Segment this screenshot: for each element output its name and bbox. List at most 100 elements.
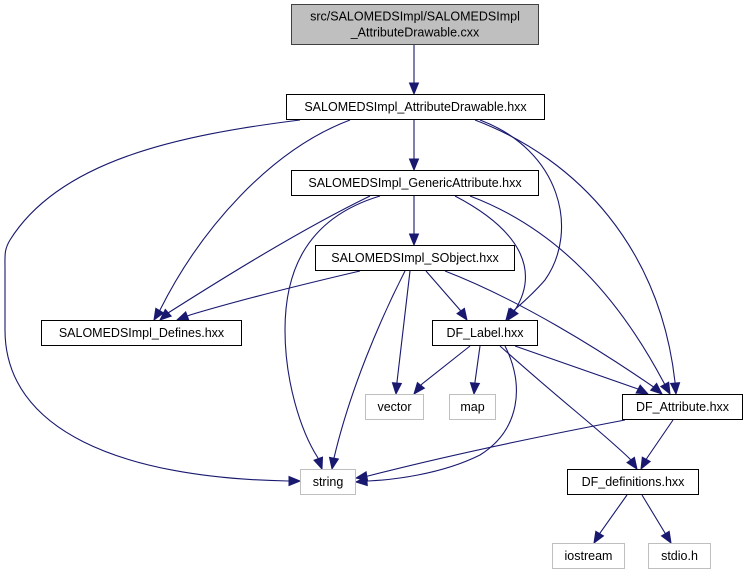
node-box bbox=[291, 4, 539, 45]
edge-line bbox=[420, 345, 471, 386]
arrowhead-icon bbox=[175, 311, 190, 321]
edge-dflabel-to-dfattribute bbox=[514, 345, 650, 395]
edge-line bbox=[599, 494, 628, 534]
edge-line bbox=[641, 494, 666, 534]
node-stdio[interactable]: stdio.h bbox=[648, 543, 711, 569]
edge-attrdrawable-to-dfattribute bbox=[474, 119, 681, 396]
node-iostream[interactable]: iostream bbox=[552, 543, 625, 569]
edge-genericattr-to-string bbox=[284, 195, 381, 471]
edge-attrdrawable-to-genericattr bbox=[408, 120, 420, 172]
arrowhead-icon bbox=[391, 382, 403, 396]
edge-line bbox=[454, 195, 526, 312]
node-box bbox=[449, 394, 496, 420]
node-attrdrawable[interactable]: SALOMEDSImpl_AttributeDrawable.hxx bbox=[286, 94, 545, 120]
node-label: SALOMEDSImpl_Defines.hxx bbox=[59, 326, 225, 340]
arrowhead-icon bbox=[408, 233, 420, 247]
arrowhead-icon bbox=[159, 308, 173, 321]
node-box bbox=[300, 469, 356, 495]
arrowhead-icon bbox=[669, 382, 681, 396]
edge-line bbox=[187, 270, 361, 317]
edge-line bbox=[167, 195, 371, 314]
edge-dfattribute-to-string bbox=[354, 419, 626, 482]
edge-dfattribute-to-dfdefinitions bbox=[640, 419, 674, 471]
edge-line bbox=[159, 119, 351, 311]
arrowhead-icon bbox=[626, 456, 638, 471]
node-root: src/SALOMEDSImpl/SALOMEDSImpl _AttributeD… bbox=[291, 4, 539, 45]
node-vector[interactable]: vector bbox=[365, 394, 424, 420]
node-label: _AttributeDrawable.cxx bbox=[350, 26, 480, 40]
node-dfdefinitions[interactable]: DF_definitions.hxx bbox=[567, 469, 699, 495]
arrowhead-icon bbox=[354, 470, 369, 482]
node-label: SALOMEDSImpl_SObject.hxx bbox=[331, 251, 499, 265]
arrowhead-icon bbox=[408, 158, 420, 172]
node-defines[interactable]: SALOMEDSImpl_Defines.hxx bbox=[41, 320, 242, 346]
node-dflabel[interactable]: DF_Label.hxx bbox=[432, 320, 538, 346]
edge-line bbox=[474, 119, 676, 384]
edge-line bbox=[284, 195, 381, 459]
node-label: stdio.h bbox=[661, 549, 698, 563]
node-label: DF_Label.hxx bbox=[446, 326, 524, 340]
node-box bbox=[315, 245, 515, 271]
edge-dflabel-to-map bbox=[469, 345, 481, 396]
node-box bbox=[648, 543, 711, 569]
edge-line bbox=[4, 119, 301, 482]
edge-line bbox=[499, 345, 632, 461]
edge-line bbox=[425, 270, 462, 312]
edge-sobject-to-dfattribute bbox=[444, 270, 663, 395]
arrowhead-icon bbox=[288, 475, 302, 487]
edge-dflabel-to-vector bbox=[413, 345, 471, 396]
arrowhead-icon bbox=[408, 82, 420, 96]
node-label: vector bbox=[377, 400, 411, 414]
node-label: string bbox=[313, 475, 344, 489]
edge-line bbox=[514, 345, 639, 390]
node-map[interactable]: map bbox=[449, 394, 496, 420]
node-box bbox=[291, 170, 539, 196]
node-label: SALOMEDSImpl_GenericAttribute.hxx bbox=[308, 176, 522, 190]
arrowhead-icon bbox=[649, 382, 663, 395]
node-sobject[interactable]: SALOMEDSImpl_SObject.hxx bbox=[315, 245, 515, 271]
edge-line bbox=[333, 270, 406, 459]
node-box bbox=[41, 320, 242, 346]
arrowhead-icon bbox=[640, 456, 652, 471]
node-box bbox=[365, 394, 424, 420]
node-box bbox=[432, 320, 538, 346]
arrowhead-icon bbox=[413, 381, 426, 396]
node-box bbox=[286, 94, 545, 120]
edge-line bbox=[444, 270, 656, 389]
edge-sobject-to-defines bbox=[175, 270, 361, 321]
node-box bbox=[622, 394, 743, 420]
node-box bbox=[552, 543, 625, 569]
node-label: iostream bbox=[565, 549, 613, 563]
edge-attrdrawable-to-string bbox=[4, 119, 302, 487]
node-dfattribute[interactable]: DF_Attribute.hxx bbox=[622, 394, 743, 420]
edge-line bbox=[479, 119, 563, 313]
arrowhead-icon bbox=[635, 384, 650, 395]
arrowhead-icon bbox=[328, 456, 340, 471]
edge-dflabel-to-dfdefinitions bbox=[499, 345, 638, 471]
arrowhead-icon bbox=[313, 456, 324, 471]
node-box bbox=[567, 469, 699, 495]
edge-dfdefinitions-to-iostream bbox=[593, 494, 628, 545]
edge-genericattr-to-dfattribute bbox=[469, 195, 671, 396]
node-genericattr[interactable]: SALOMEDSImpl_GenericAttribute.hxx bbox=[291, 170, 539, 196]
edge-attrdrawable-to-defines bbox=[153, 119, 351, 322]
node-label: SALOMEDSImpl_AttributeDrawable.hxx bbox=[304, 100, 527, 114]
arrowhead-icon bbox=[456, 307, 468, 322]
edge-line bbox=[366, 419, 626, 477]
edge-line bbox=[366, 345, 517, 482]
node-label: src/SALOMEDSImpl/SALOMEDSImpl bbox=[310, 10, 520, 24]
arrowhead-icon bbox=[660, 530, 672, 545]
edge-genericattr-to-dflabel bbox=[454, 195, 526, 322]
edge-line bbox=[474, 345, 481, 384]
edge-genericattr-to-sobject bbox=[408, 196, 420, 247]
arrowhead-icon bbox=[153, 307, 165, 322]
arrowhead-icon bbox=[593, 530, 605, 545]
edge-genericattr-to-defines bbox=[159, 195, 371, 321]
arrowhead-icon bbox=[659, 381, 671, 396]
node-label: map bbox=[460, 400, 484, 414]
node-string[interactable]: string bbox=[300, 469, 356, 495]
edge-line bbox=[645, 419, 674, 460]
edge-line bbox=[396, 270, 411, 384]
edge-sobject-to-vector bbox=[391, 270, 411, 396]
